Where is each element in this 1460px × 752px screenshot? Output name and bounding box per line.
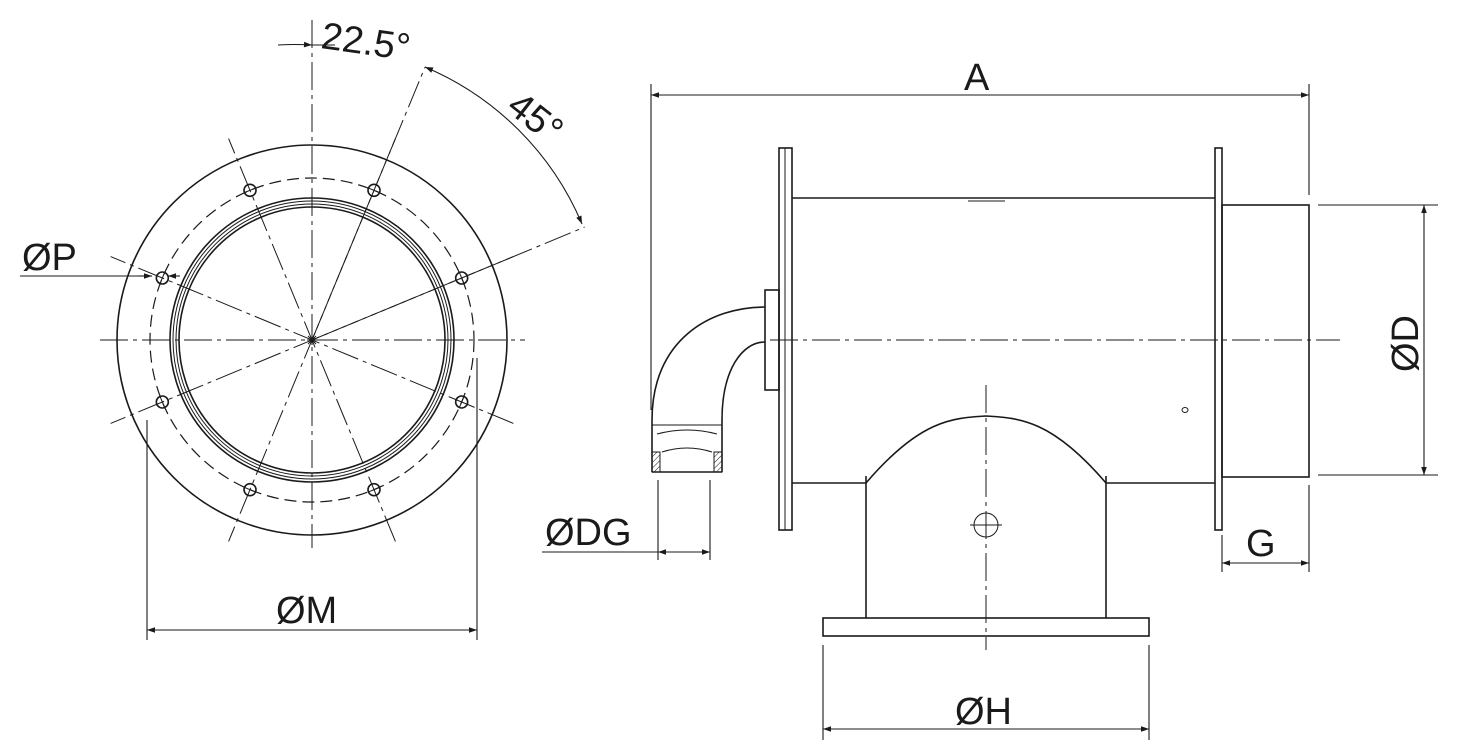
bolt-hole-mark (458, 396, 465, 408)
front-view: 22.5° 45° ØP ØM (20, 15, 585, 640)
bolt-hole-mark (244, 486, 256, 493)
right-flange (1214, 147, 1223, 531)
flange-dia-dimension: ØM (146, 358, 478, 640)
outlet-spigot (1221, 204, 1310, 478)
bolt-hole (155, 395, 170, 409)
inlet-flange-dia-label: ØH (955, 691, 1012, 733)
outlet-dia-label: ØD (1385, 315, 1427, 372)
drain-thread-right (713, 451, 723, 473)
bolt-hole (454, 395, 469, 409)
bolt-holes (155, 183, 469, 497)
bolt-hole (454, 271, 469, 285)
bolt-hole-mark (244, 187, 256, 194)
inspection-hole (1181, 407, 1189, 413)
side-view: A ØD ØDG G ØH (542, 57, 1438, 740)
drain-dia-dimension: ØDG (542, 480, 711, 560)
drain-thread-left (651, 451, 661, 473)
bolt-hole (367, 183, 381, 198)
radial-extension-line (311, 67, 426, 341)
bolt-hole (367, 482, 381, 497)
drain-elbow-inner (721, 341, 766, 472)
bolt-hole (243, 482, 257, 497)
angle-small-label: 22.5° (319, 15, 413, 69)
angle-22-5-dimension: 22.5° (277, 15, 413, 69)
radial-centerlines (110, 67, 585, 542)
bolt-hole (243, 183, 257, 198)
bolt-hole-label: ØP (22, 237, 77, 279)
length-dimension: A (650, 57, 1310, 410)
radial-extension-line (311, 226, 585, 341)
bolt-hole-mark (368, 187, 380, 194)
spigot-length-label: G (1246, 523, 1276, 565)
inlet-branch-saddle (865, 415, 1107, 484)
bolt-hole-mark (159, 396, 166, 408)
length-label: A (964, 57, 990, 99)
outlet-dia-dimension: ØD (1318, 204, 1438, 476)
flange-dia-label: ØM (276, 590, 337, 632)
bolt-hole-mark (458, 272, 465, 284)
spigot-length-dimension: G (1221, 485, 1310, 572)
inlet-flange-dia-dimension: ØH (822, 645, 1150, 740)
drain-elbow-outer (651, 306, 766, 472)
angle-large-label: 45° (499, 84, 570, 152)
bolt-hole-mark (368, 486, 380, 493)
center-mark (307, 335, 317, 345)
bolt-hole-dimension: ØP (20, 237, 180, 279)
drain-dia-label: ØDG (545, 512, 632, 554)
bolt-hole-mark (159, 272, 166, 284)
